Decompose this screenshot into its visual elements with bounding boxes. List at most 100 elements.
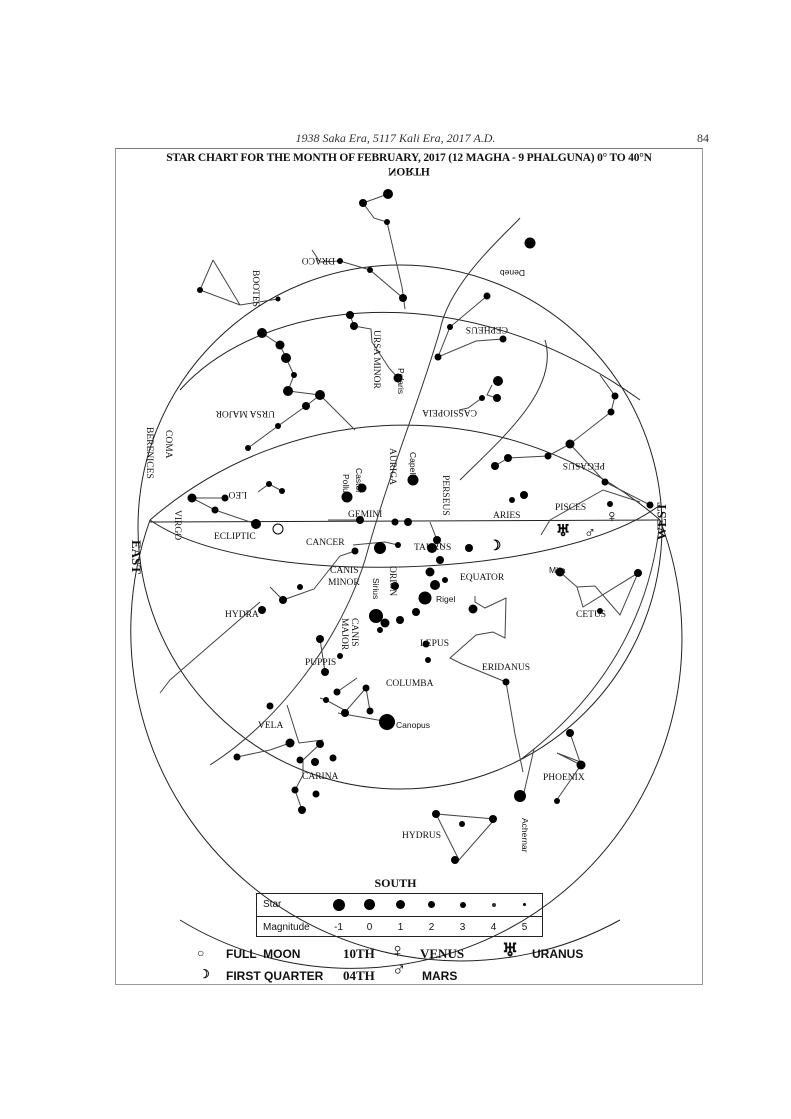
- label-cancer: CANCER: [306, 538, 345, 548]
- star: [422, 640, 430, 648]
- star: [285, 738, 295, 748]
- star: [493, 394, 501, 402]
- star: [291, 372, 297, 378]
- label-columba: COLUMBA: [386, 679, 434, 689]
- label-puppis: PUPPIS: [305, 658, 336, 668]
- star: [367, 267, 373, 273]
- south-label: SOUTH: [374, 876, 417, 890]
- star: [514, 790, 526, 802]
- star: [356, 516, 364, 524]
- mars-marker: ♂: [584, 525, 596, 542]
- chart-frame: [115, 148, 703, 985]
- star: [433, 536, 441, 544]
- star: [275, 296, 281, 302]
- constellation-line: [556, 732, 584, 766]
- constellation-line: [199, 259, 279, 306]
- stars: ♅♂♀☽: [187, 189, 654, 864]
- page-number: 84: [697, 131, 709, 145]
- star: [233, 753, 241, 761]
- constellation-line: [352, 541, 399, 546]
- legend-magnitude-label: Magnitude: [263, 922, 310, 933]
- star: [351, 547, 359, 555]
- star-dot-mag-1: [396, 900, 405, 909]
- star-dot-mag-5: [523, 903, 526, 906]
- star: [412, 608, 420, 616]
- star: [266, 481, 272, 487]
- star: [258, 606, 266, 614]
- label-auriga: AURIGA: [387, 448, 397, 485]
- label-cetus: CETUS: [576, 610, 606, 620]
- star: [499, 335, 507, 343]
- equator-line: [149, 504, 661, 568]
- star: [418, 591, 432, 605]
- label-ursa-major: URSA MAJOR: [215, 408, 275, 418]
- star: [279, 488, 285, 494]
- star: [555, 567, 565, 577]
- label-ecliptic: ECLIPTIC: [214, 532, 256, 542]
- star: [266, 702, 274, 710]
- star: [350, 322, 358, 330]
- constellation-line: [159, 601, 261, 694]
- star: [395, 542, 401, 548]
- label-minor: MINOR: [328, 578, 360, 588]
- label-hydrus: HYDRUS: [402, 831, 441, 841]
- star: [430, 580, 440, 590]
- constellation-line: [458, 397, 483, 411]
- magnitude-value: 2: [428, 922, 435, 933]
- declination-arc-left: [130, 519, 621, 962]
- label-bootes: BOOTES: [250, 270, 260, 307]
- label-gemini: GEMINI: [348, 510, 382, 520]
- constellation-line: [435, 813, 496, 861]
- constellation-line: [294, 743, 321, 811]
- star: [346, 311, 354, 319]
- label-carina: CARINA: [302, 772, 339, 782]
- star: [479, 395, 485, 401]
- star: [442, 577, 448, 583]
- declination-arc-upper: [149, 424, 661, 521]
- star: [566, 729, 574, 737]
- label-major: MAJOR: [339, 618, 349, 651]
- east-label: EAST: [129, 540, 144, 574]
- first-quarter-date: 04TH: [343, 968, 375, 983]
- star: [425, 567, 435, 577]
- constellation-line: [286, 704, 324, 744]
- star: [359, 199, 367, 207]
- star: [493, 376, 503, 386]
- constellation-line: [569, 443, 651, 506]
- star: [321, 668, 329, 676]
- label-berenices: BERENICES: [144, 427, 154, 479]
- star: [404, 518, 412, 526]
- star: [576, 760, 586, 770]
- mars-label: MARS: [422, 969, 458, 983]
- star: [298, 806, 306, 814]
- label-canis: CANIS: [349, 618, 359, 647]
- declination-arc-right: [179, 519, 683, 969]
- mars-icon: ♂: [392, 960, 407, 981]
- star: [436, 556, 444, 564]
- label-rigel: Rigel: [436, 594, 455, 604]
- star: [291, 786, 299, 794]
- magnitude-value: 1: [397, 922, 404, 933]
- star: [425, 657, 431, 663]
- star: [211, 506, 219, 514]
- first-quarter-label: FIRST QUARTER: [226, 969, 324, 983]
- star: [391, 582, 399, 590]
- star: [483, 292, 491, 300]
- star: [383, 189, 393, 199]
- constellation-line: [319, 638, 326, 673]
- constellation-line: [522, 748, 535, 798]
- label-eridanus: ERIDANUS: [482, 663, 530, 673]
- constellation-line: [269, 550, 356, 601]
- star: [634, 569, 642, 577]
- star: [509, 497, 515, 503]
- star: [597, 608, 603, 614]
- star: [468, 604, 478, 614]
- uranus-marker: ♅: [556, 523, 570, 540]
- star: [504, 454, 512, 462]
- star: [451, 856, 459, 864]
- star: [374, 542, 386, 554]
- label-phoenix: PHOENIX: [543, 773, 585, 783]
- star: [520, 491, 528, 499]
- chart-title: STAR CHART FOR THE MONTH OF FEBRUARY, 20…: [166, 152, 652, 164]
- star: [296, 756, 304, 764]
